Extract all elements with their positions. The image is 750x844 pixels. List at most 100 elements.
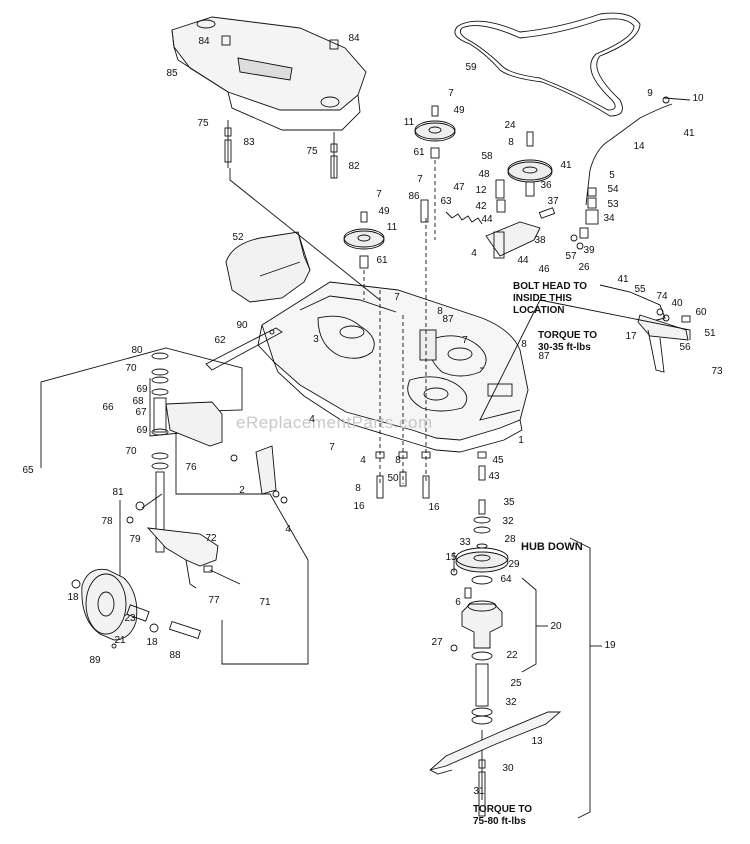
callout: 66 — [102, 402, 114, 413]
callout: 61 — [413, 147, 425, 158]
note-torque-deck: TORQUE TO 30-35 ft-lbs — [538, 330, 597, 354]
callout: 30 — [502, 763, 514, 774]
callout: 41 — [560, 160, 572, 171]
callout: 49 — [453, 105, 465, 116]
callout: 17 — [625, 331, 637, 342]
callout: 55 — [634, 284, 646, 295]
watermark: eReplacementParts.com — [236, 413, 433, 432]
note-torque-blade-line-1: TORQUE TO — [473, 804, 533, 815]
spindle-assembly — [450, 499, 509, 817]
callout: 41 — [617, 274, 629, 285]
callout: 69 — [136, 384, 148, 395]
callout: 81 — [112, 487, 124, 498]
callout: 23 — [124, 613, 136, 624]
caster-group-outline — [40, 347, 309, 665]
callout: 69 — [136, 425, 148, 436]
callout: 43 — [488, 471, 500, 482]
note-torque-deck-line-1: TORQUE TO — [538, 330, 598, 341]
control-cable — [585, 96, 691, 206]
callout: 52 — [232, 232, 244, 243]
idler-bracket — [230, 445, 288, 504]
callout: 1 — [518, 435, 524, 446]
callout: 49 — [378, 206, 390, 217]
callout: 54 — [607, 184, 619, 195]
callout: 19 — [604, 640, 616, 651]
callout: 85 — [166, 68, 178, 79]
idler-arm — [485, 179, 556, 259]
callout: 78 — [101, 516, 113, 527]
callout: 3 — [313, 334, 319, 345]
belt-guard — [225, 231, 311, 303]
callout: 60 — [695, 307, 707, 318]
callout: 11 — [386, 222, 398, 233]
callout: 37 — [547, 196, 559, 207]
callout: 89 — [89, 655, 101, 666]
callout: 48 — [478, 169, 490, 180]
note-torque-blade: TORQUE TO 75-80 ft-lbs — [473, 804, 532, 828]
callout: 33 — [459, 537, 471, 548]
callout: 65 — [22, 465, 34, 476]
callout: 62 — [214, 335, 226, 346]
caster-fork — [146, 527, 219, 589]
callout: 68 — [132, 396, 144, 407]
callout: 71 — [259, 597, 271, 608]
mower-blade — [429, 711, 562, 775]
note-hub-down: HUB DOWN — [521, 541, 583, 553]
callout: 53 — [607, 199, 619, 210]
callout: 80 — [131, 345, 143, 356]
callout: 84 — [198, 36, 210, 47]
callout: 2 — [239, 485, 245, 496]
callout: 4 — [285, 524, 291, 535]
callout: 88 — [169, 650, 181, 661]
callout: 34 — [603, 213, 615, 224]
callout: 82 — [348, 161, 360, 172]
callout: 21 — [114, 635, 126, 646]
callout: 46 — [538, 264, 550, 275]
callout: 26 — [578, 262, 590, 273]
callout: 51 — [704, 328, 716, 339]
callout: 32 — [505, 697, 517, 708]
deck-cover — [171, 16, 367, 131]
callout: 87 — [442, 314, 454, 325]
callout: 13 — [531, 736, 543, 747]
idler-pulley-top — [414, 105, 456, 240]
callout: 8 — [521, 339, 527, 350]
callout: 25 — [510, 678, 522, 689]
callout: 8 — [355, 483, 361, 494]
caster-wheel — [71, 568, 202, 649]
callout: 9 — [647, 88, 653, 99]
callout: 18 — [146, 637, 158, 648]
note-bolt-head: BOLT HEAD TO INSIDE THIS LOCATION — [513, 281, 587, 317]
callout: 79 — [129, 534, 141, 545]
callout: 14 — [633, 141, 645, 152]
callout: 12 — [475, 185, 487, 196]
callout: 56 — [679, 342, 691, 353]
mower-deck — [257, 281, 529, 453]
callout: 8 — [395, 455, 401, 466]
callout: 8 — [437, 306, 443, 317]
callout: 29 — [508, 559, 520, 570]
callout: 31 — [473, 786, 485, 797]
cover-knob-right — [329, 39, 339, 179]
callout: 22 — [506, 650, 518, 661]
note-bolt-head-line-1: BOLT HEAD TO — [513, 281, 588, 292]
callout: 4 — [360, 455, 366, 466]
callout: 11 — [403, 117, 415, 128]
callout: 74 — [656, 291, 668, 302]
callout: 7 — [376, 189, 382, 200]
callout: 64 — [500, 574, 512, 585]
callout: 8 — [508, 137, 514, 148]
idler-pulley-mid — [343, 211, 385, 269]
note-torque-blade-line-2: 75-80 ft-lbs — [473, 816, 526, 827]
callout: 35 — [503, 497, 515, 508]
callout: 10 — [692, 93, 704, 104]
callout: 47 — [453, 182, 465, 193]
right-linkage — [570, 187, 691, 373]
callout: 44 — [481, 214, 493, 225]
callout: 40 — [671, 298, 683, 309]
caster-pin — [126, 493, 163, 524]
guide-lines — [229, 168, 691, 421]
callout: 86 — [408, 191, 420, 202]
callout: 20 — [550, 621, 562, 632]
callout: 4 — [471, 248, 477, 259]
